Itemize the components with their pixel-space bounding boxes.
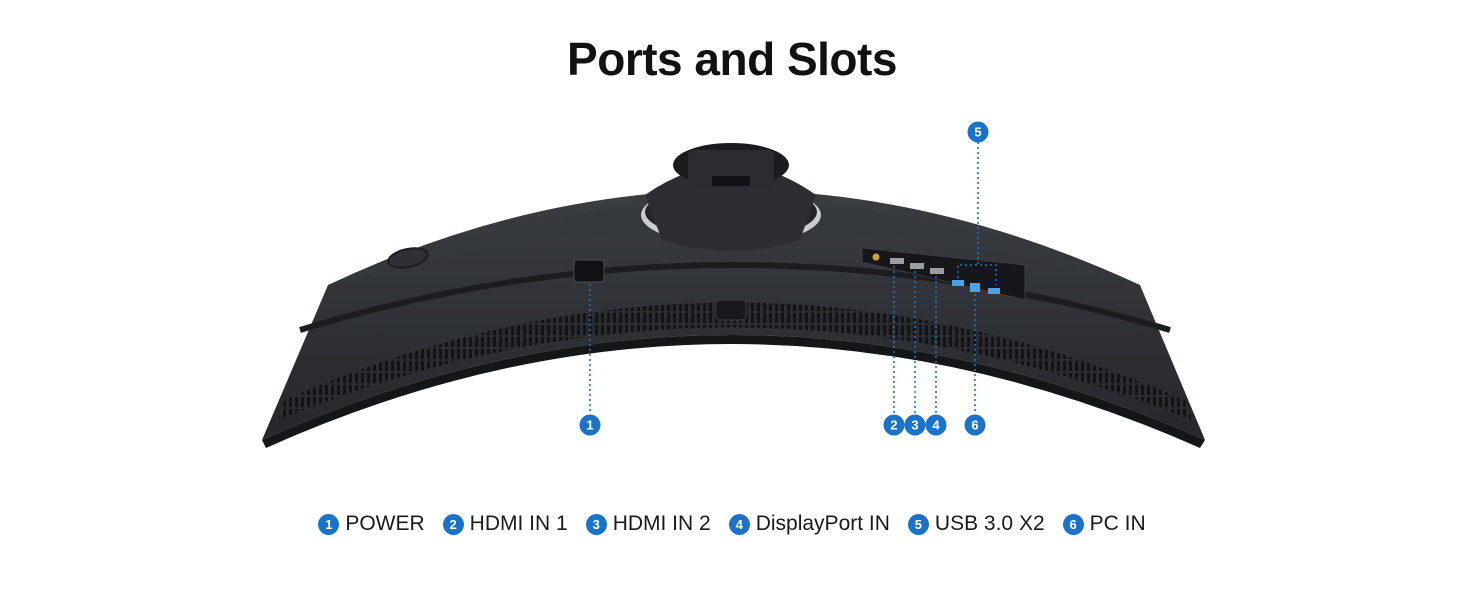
hdmi-port-1-icon	[890, 258, 904, 264]
svg-text:6: 6	[971, 418, 978, 433]
oval-button-icon	[387, 247, 429, 269]
marker-2: 2	[883, 414, 905, 436]
legend-item-hdmi-in-1: 2 HDMI IN 1	[442, 512, 568, 536]
legend-label: POWER	[345, 512, 425, 535]
legend-item-hdmi-in-2: 3 HDMI IN 2	[585, 512, 711, 536]
legend-item-displayport-in: 4 DisplayPort IN	[728, 512, 890, 536]
marker-1: 1	[579, 414, 601, 436]
page-title: Ports and Slots	[567, 33, 897, 85]
leader-bracket-5	[957, 264, 997, 285]
legend-label: USB 3.0 X2	[934, 512, 1045, 535]
svg-text:5: 5	[974, 125, 981, 140]
displayport-port-icon	[930, 268, 944, 274]
legend-badge: 3	[585, 513, 607, 535]
port-legend: 1 POWER 2 HDMI IN 1 3 HDMI IN 2 4 Displa…	[0, 512, 1464, 536]
legend-badge: 6	[1062, 513, 1084, 535]
joystick-icon	[715, 299, 747, 321]
legend-item-power: 1 POWER	[318, 512, 425, 536]
marker-6: 6	[964, 414, 986, 436]
legend-label: HDMI IN 2	[612, 512, 711, 535]
port-panel	[861, 247, 1026, 301]
usb-port-2-icon	[988, 288, 1000, 294]
marker-5: 5	[967, 121, 989, 143]
usb-port-1-icon	[952, 280, 964, 286]
legend-badge: 5	[907, 513, 929, 535]
marker-3: 3	[904, 414, 926, 436]
svg-text:2: 2	[890, 418, 897, 433]
power-port-icon	[573, 259, 605, 283]
vent-grille	[278, 302, 1192, 420]
stand-neck	[641, 143, 821, 251]
marker-4: 4	[925, 414, 947, 436]
legend-badge: 4	[728, 513, 750, 535]
legend-badge: 1	[318, 513, 340, 535]
legend-item-pc-in: 6 PC IN	[1062, 512, 1146, 536]
svg-text:4: 4	[932, 418, 940, 433]
pc-in-port-icon	[970, 283, 980, 292]
legend-badge: 2	[442, 513, 464, 535]
legend-label: HDMI IN 1	[469, 512, 568, 535]
svg-text:1: 1	[586, 418, 593, 433]
svg-text:3: 3	[911, 418, 918, 433]
hdmi-port-2-icon	[910, 263, 924, 269]
legend-label: PC IN	[1089, 512, 1146, 535]
legend-item-usb: 5 USB 3.0 X2	[907, 512, 1045, 536]
legend-label: DisplayPort IN	[755, 512, 890, 535]
